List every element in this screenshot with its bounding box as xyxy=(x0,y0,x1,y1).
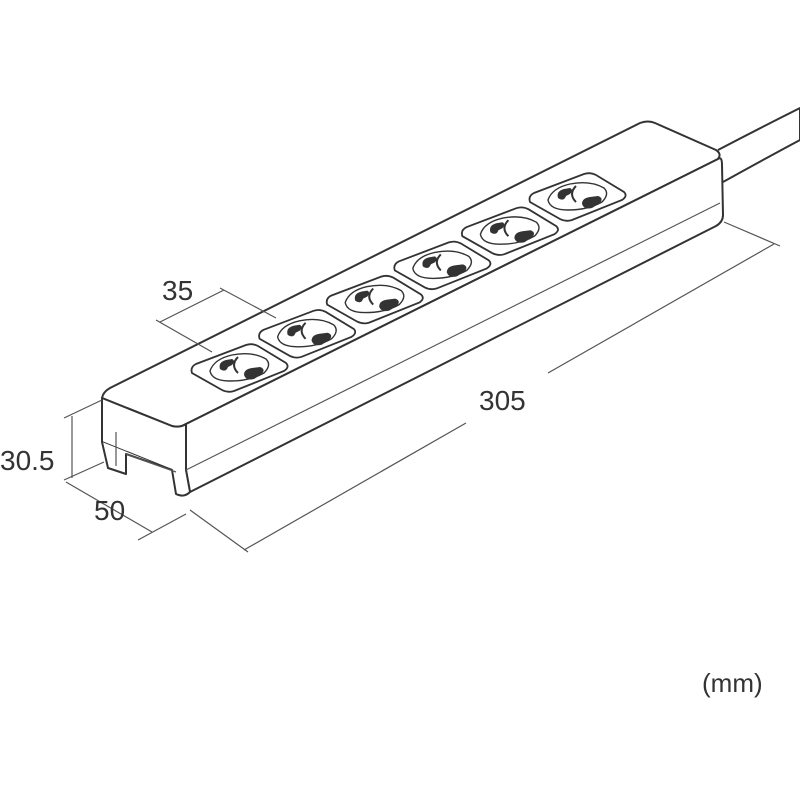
socket-plate xyxy=(258,309,357,359)
socket-recess xyxy=(209,352,270,382)
dimension-depth-label: 50 xyxy=(94,495,125,526)
socket-slot-left xyxy=(219,359,234,371)
strip-base-line xyxy=(185,202,721,471)
strip-foot-detail xyxy=(115,432,177,473)
socket-slot-right xyxy=(514,230,534,243)
socket-recess xyxy=(344,284,405,314)
socket-ground-arc xyxy=(368,287,374,306)
pitch-dimension-line xyxy=(159,289,225,323)
length-extension-right xyxy=(723,221,781,247)
socket-slot-left xyxy=(490,222,505,234)
power-cord xyxy=(717,107,800,183)
socket-plate xyxy=(528,172,627,222)
length-dimension-line-right xyxy=(547,243,775,374)
depth-extension-right xyxy=(137,513,187,541)
unit-label: (mm) xyxy=(702,668,763,698)
socket-slot-left xyxy=(287,324,302,337)
dimension-length: 305 xyxy=(189,221,781,553)
strip-body xyxy=(101,120,724,497)
dimension-length-label: 305 xyxy=(479,385,526,416)
socket-recess xyxy=(276,318,337,348)
socket-plate xyxy=(461,206,559,256)
length-extension-left xyxy=(189,509,249,553)
socket-ground-arc xyxy=(435,253,442,272)
socket-slot-right xyxy=(446,264,467,277)
socket-plate xyxy=(393,240,492,291)
socket-ground-arc xyxy=(503,219,510,237)
socket-ground-arc xyxy=(300,322,307,340)
socket-slot-right xyxy=(244,367,264,380)
socket-recess xyxy=(479,216,540,245)
length-dimension-line-left xyxy=(243,422,467,551)
socket xyxy=(258,309,357,359)
height-extension-top xyxy=(63,399,103,419)
socket-plate xyxy=(190,343,289,393)
socket xyxy=(461,206,559,256)
dimension-pitch-label: 35 xyxy=(162,275,193,306)
strip-end-face xyxy=(185,157,724,493)
pitch-extension-left xyxy=(155,319,213,353)
socket-ground-arc xyxy=(571,185,577,203)
dimension-height-label: 30.5 xyxy=(0,445,55,476)
dimension-height: 30.5 xyxy=(0,399,105,481)
socket-row xyxy=(190,172,627,393)
socket-slot-left xyxy=(354,290,370,303)
socket-recess xyxy=(547,181,608,211)
strip-front-face xyxy=(101,397,191,497)
socket xyxy=(393,240,492,291)
dimension-depth: 50 xyxy=(65,481,187,541)
socket-slot-right xyxy=(582,196,602,209)
socket-slot-right xyxy=(311,332,332,346)
socket-ground-arc xyxy=(233,356,239,374)
socket-slot-left xyxy=(557,188,572,200)
socket-slot-left xyxy=(422,256,437,268)
socket xyxy=(325,274,424,325)
depth-dimension-line xyxy=(65,481,153,533)
socket-recess xyxy=(412,250,473,280)
socket xyxy=(528,172,627,222)
dimension-socket-pitch: 35 xyxy=(155,275,277,353)
socket xyxy=(190,343,289,393)
height-extension-bottom xyxy=(63,461,105,481)
pitch-extension-right xyxy=(219,287,277,319)
socket-slot-right xyxy=(379,298,399,312)
socket-plate xyxy=(325,274,424,325)
